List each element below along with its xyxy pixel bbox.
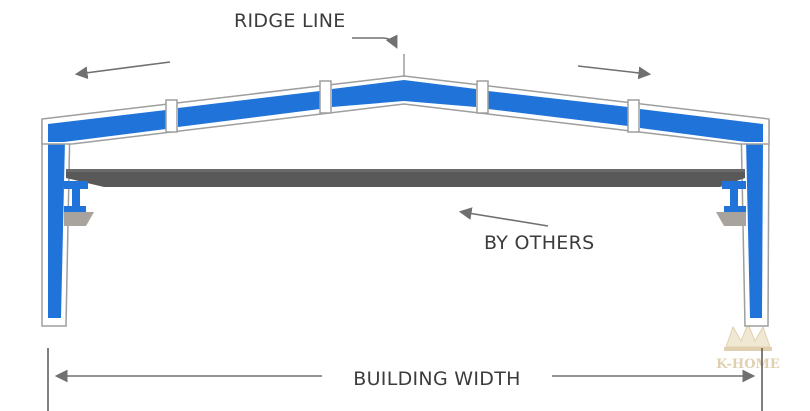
right-slope-arrow: [577, 65, 652, 80]
left-slope-arrow: [74, 61, 171, 80]
crown-logo-icon: [724, 322, 772, 351]
ridge-line-leader: [352, 34, 398, 49]
splice-plate: [319, 80, 332, 114]
watermark-text: K-HOME: [716, 357, 780, 372]
splice-plate: [165, 99, 178, 133]
right-crane-bracket: [716, 181, 746, 226]
splice-plate: [476, 80, 489, 114]
by-others-label: BY OTHERS: [484, 232, 594, 254]
building-width-label: BUILDING WIDTH: [353, 368, 520, 390]
k-home-watermark: K-HOME: [716, 322, 780, 372]
crane-beam: [66, 169, 745, 187]
roof-rafter: [41, 54, 770, 145]
building-width-dimension: BUILDING WIDTH: [47, 348, 763, 411]
ridge-line-label: RIDGE LINE: [234, 10, 346, 32]
left-column: [41, 121, 71, 327]
left-crane-bracket: [64, 181, 94, 226]
by-others-leader: [458, 207, 549, 227]
splice-plate: [627, 99, 640, 133]
